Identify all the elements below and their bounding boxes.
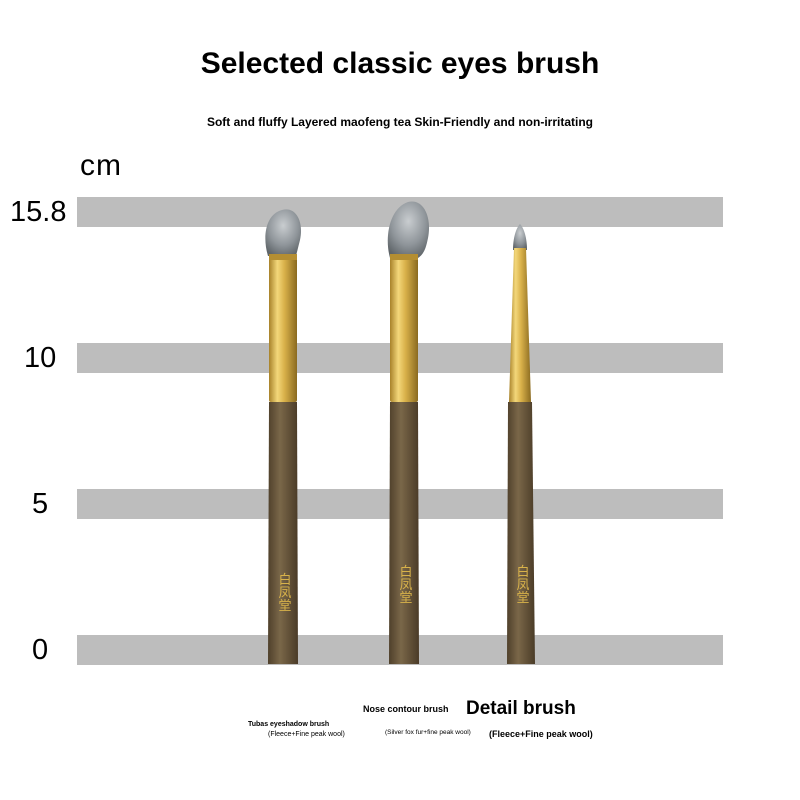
brush-1-bristles (265, 209, 302, 256)
brush-2-handle-mark: 白凤堂 (397, 564, 413, 604)
page-title: Selected classic eyes brush (200, 47, 600, 80)
brush-3 (507, 224, 535, 664)
unit-label: cm (80, 149, 122, 182)
brush-2-material: (Silver fox fur+fine peak wool) (385, 729, 471, 736)
page-subtitle: Soft and fluffy Layered maofeng tea Skin… (206, 115, 594, 129)
brush-1-name: Tubas eyeshadow brush (248, 721, 330, 728)
tick-label-5: 5 (32, 488, 49, 520)
brush-3-name: Detail brush (466, 698, 576, 719)
brush-3-handle-mark: 白凤堂 (514, 564, 530, 604)
brush-1 (265, 209, 302, 664)
brush-1-handle-mark: 白凤堂 (276, 572, 292, 612)
brush-3-ferrule (509, 248, 531, 402)
brush-3-material: (Fleece+Fine peak wool) (489, 729, 593, 739)
brush-2-bristles (387, 201, 430, 258)
brush-2-ferrule (390, 254, 418, 402)
brush-1-ferrule (269, 254, 297, 402)
tick-label-10: 10 (24, 342, 57, 374)
brush-2-handle (389, 402, 419, 664)
tick-label-0: 0 (32, 634, 49, 666)
brush-1-handle (268, 402, 298, 664)
brush-3-bristles (513, 224, 527, 250)
brush-2-name: Nose contour brush (363, 704, 449, 714)
brush-2 (387, 201, 430, 664)
tick-label-15-8: 15.8 (10, 196, 67, 228)
brush-1-material: (Fleece+Fine peak wool) (268, 731, 345, 738)
brush-3-handle (507, 402, 535, 664)
